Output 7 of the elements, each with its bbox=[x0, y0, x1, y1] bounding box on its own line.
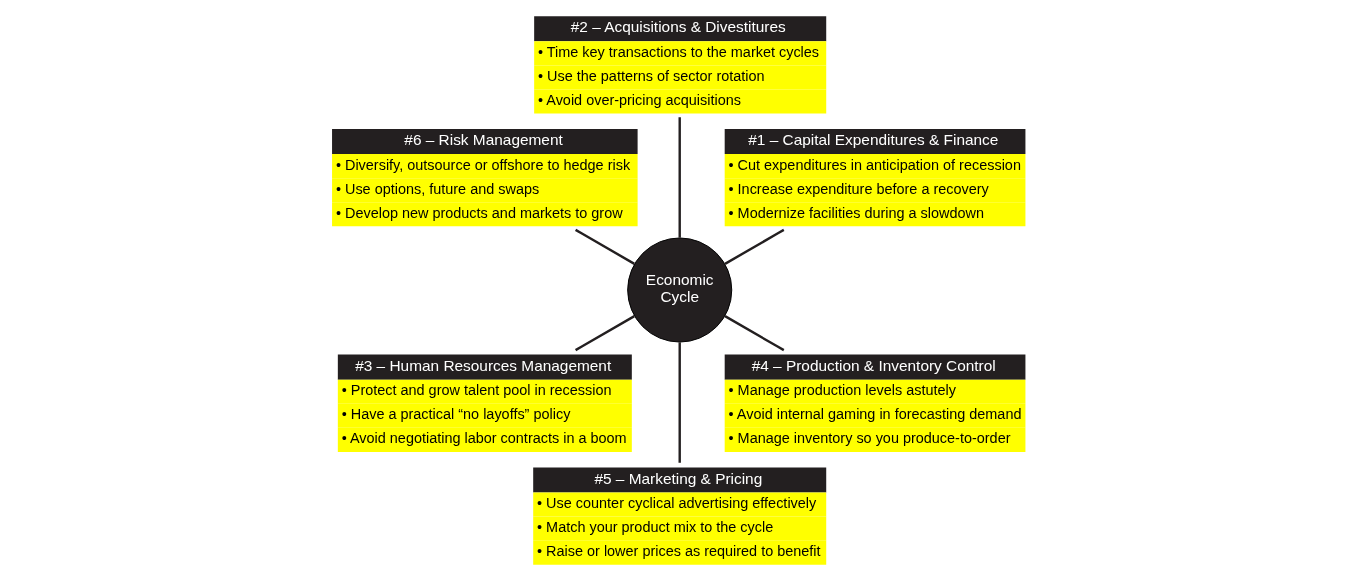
connector bbox=[723, 315, 784, 352]
connector bbox=[574, 315, 635, 352]
connector bbox=[678, 342, 681, 463]
connector bbox=[574, 228, 635, 265]
connector bbox=[678, 117, 681, 238]
connector bbox=[723, 228, 784, 265]
node-circle: Economic Cycle bbox=[626, 237, 732, 343]
